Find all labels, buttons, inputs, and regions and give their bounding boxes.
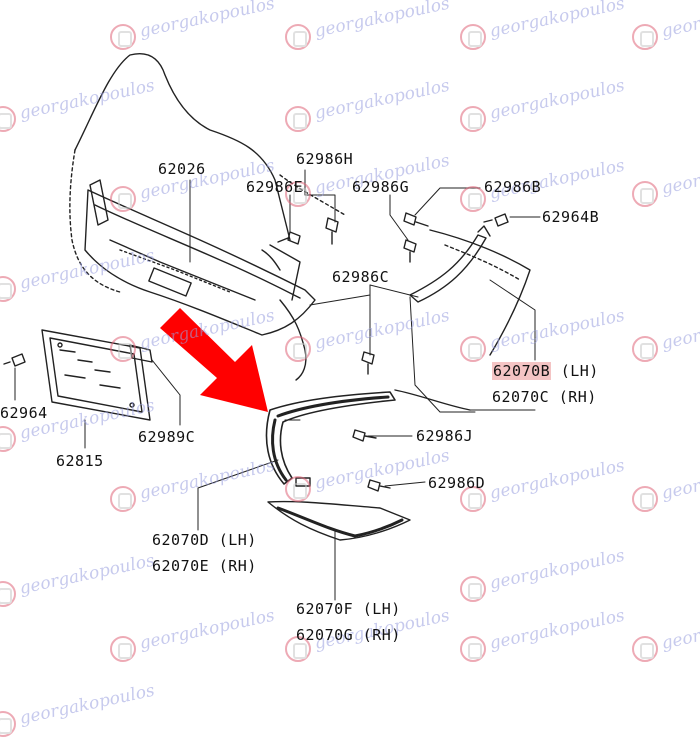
part-label-62070F: 62070F (LH)	[296, 600, 401, 618]
part-label-62986H: 62986H	[296, 150, 354, 168]
part-label-62986D: 62986D	[428, 474, 486, 492]
part-label-62070B: 62070B (LH)	[492, 362, 599, 380]
bolt-62964B	[483, 213, 509, 227]
garnish-62070B	[409, 225, 491, 303]
part-label-62986J: 62986J	[416, 427, 474, 445]
bolt-62986G	[403, 239, 417, 263]
bolt-62986B	[403, 212, 429, 227]
bolt-62986E	[277, 231, 301, 245]
part-label-62070G: 62070G (RH)	[296, 626, 401, 644]
part-side-lh: (LH)	[560, 362, 599, 380]
body-outline	[74, 53, 291, 241]
part-label-62986G: 62986G	[352, 178, 410, 196]
bolt-62986D	[367, 479, 391, 492]
bolt-62986H	[325, 217, 339, 245]
callout-arrow-icon	[160, 308, 268, 412]
part-label-62964B: 62964B	[542, 208, 600, 226]
license-plate-bracket	[41, 329, 151, 421]
bolt-62986J	[352, 429, 377, 442]
part-label-62986C: 62986C	[332, 268, 390, 286]
part-label-62986E: 62986E	[246, 178, 304, 196]
garnish-62070F	[267, 500, 411, 541]
part-number-highlight: 62070B	[492, 362, 552, 380]
part-label-62070D: 62070D (LH)	[152, 531, 257, 549]
part-label-62964: 62964	[0, 404, 48, 422]
garnish-62070D	[265, 391, 396, 485]
bolt-62986D-b	[295, 477, 311, 487]
part-label-62070E: 62070E (RH)	[152, 557, 257, 575]
part-label-62815: 62815	[56, 452, 104, 470]
bolt-62964	[3, 353, 26, 367]
bolt-62986C	[361, 351, 375, 375]
part-label-62026: 62026	[158, 160, 206, 178]
part-label-62070C: 62070C (RH)	[492, 388, 597, 406]
part-label-62986B: 62986B	[484, 178, 542, 196]
part-label-62989C: 62989C	[138, 428, 196, 446]
